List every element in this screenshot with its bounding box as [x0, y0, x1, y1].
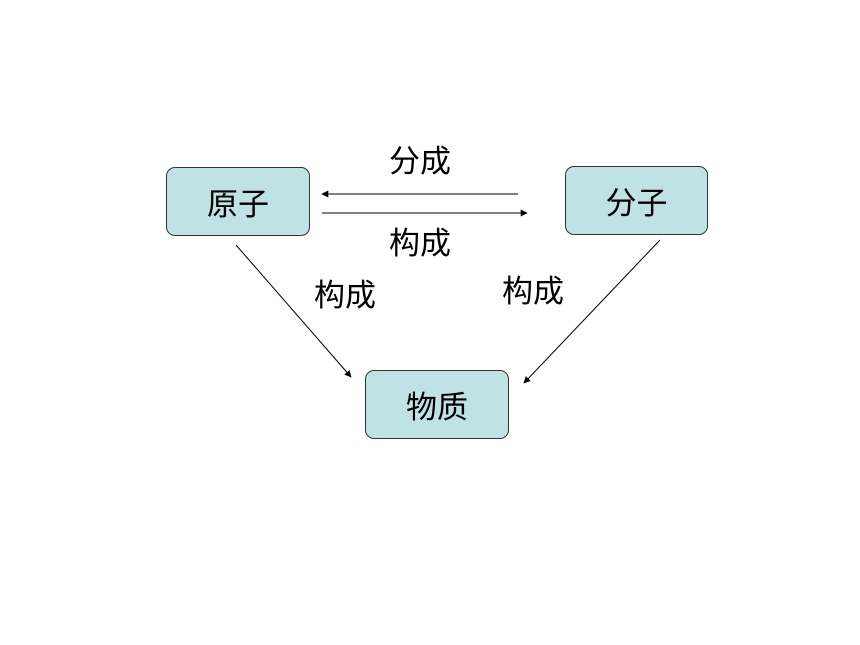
label-atom-to-matter: 构成: [314, 278, 376, 314]
node-atom: 原子: [166, 167, 310, 236]
node-matter: 物质: [365, 370, 509, 439]
label-molecule-to-atom: 分成: [389, 144, 451, 180]
label-molecule-to-matter: 构成: [502, 274, 564, 310]
node-molecule: 分子: [565, 166, 708, 235]
label-atom-to-molecule: 构成: [389, 226, 451, 262]
arrow-molecule-to-matter: [523, 239, 661, 384]
arrow-atom-to-matter: [235, 244, 352, 378]
